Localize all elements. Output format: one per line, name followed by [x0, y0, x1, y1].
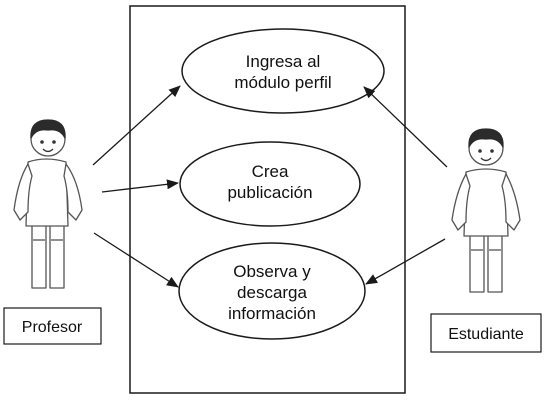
use-case-label: descarga [237, 283, 307, 302]
use-case-label: módulo perfil [234, 73, 331, 92]
use-case-observa-descarga: Observa y descarga información [178, 242, 366, 340]
actor-estudiante-figure [451, 128, 521, 293]
actor-profesor-figure [13, 119, 83, 289]
arrow-profesor-to-publicacion [101, 179, 179, 193]
actor-label-profesor: Profesor [3, 307, 102, 345]
actor-name: Estudiante [448, 326, 524, 343]
actor-label-estudiante: Estudiante [430, 313, 542, 353]
actor-name: Profesor [22, 319, 83, 336]
arrow-profesor-to-perfil [92, 85, 181, 166]
use-case-label: Crea [252, 162, 289, 181]
arrow-estudiante-to-observa [365, 238, 446, 285]
use-case-label: publicación [227, 183, 312, 202]
use-case-label: Ingresa al [246, 52, 321, 71]
arrow-estudiante-to-perfil [363, 86, 448, 168]
use-case-crea-publicacion: Crea publicación [179, 141, 361, 227]
use-case-label: Observa y [233, 262, 311, 281]
system-boundary [129, 5, 406, 394]
use-case-ingresa-perfil: Ingresa al módulo perfil [181, 28, 385, 114]
use-case-label: información [228, 304, 316, 323]
arrow-profesor-to-observa [93, 232, 179, 288]
